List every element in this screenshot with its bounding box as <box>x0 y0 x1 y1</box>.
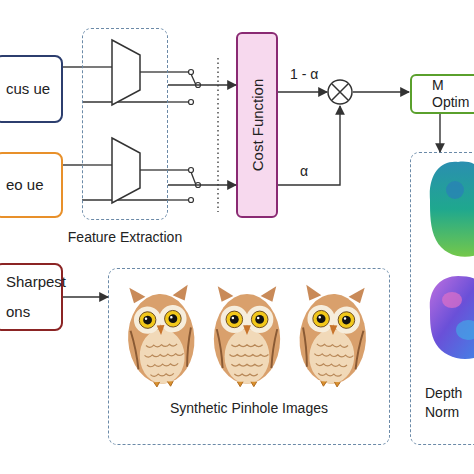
encoder-wiring <box>168 199 190 200</box>
node-label: Synthetic Pinhole Images <box>109 400 389 416</box>
switch-contact <box>189 70 194 75</box>
switch-contact <box>189 70 201 203</box>
switch-contact <box>189 198 194 203</box>
process-box: Cost Function <box>236 32 278 218</box>
encoder-wiring <box>82 199 168 200</box>
normal-map <box>442 292 462 308</box>
encoder-wiring <box>82 66 112 67</box>
depth-map <box>446 181 464 199</box>
cue-box: Sharpest ons <box>0 263 63 331</box>
cue-box: cus ue <box>0 55 63 123</box>
fusion-wiring <box>353 91 409 92</box>
multiply-symbol <box>328 80 352 104</box>
node-label: eo ue <box>6 170 44 200</box>
switch-link <box>217 58 218 212</box>
group-box: Feature Extraction <box>82 28 168 220</box>
weight-label: α <box>300 163 308 179</box>
fusion-wiring <box>278 106 340 185</box>
encoder-wiring <box>168 71 190 72</box>
group-box: Depth Norm <box>410 152 474 445</box>
node-label: Cost Function <box>249 79 266 172</box>
connector-arrow <box>63 66 82 67</box>
group-box: Synthetic Pinhole Images <box>108 268 390 445</box>
encoder-wiring <box>191 172 196 185</box>
encoder-wiring <box>168 169 190 170</box>
depth-map <box>430 162 474 257</box>
encoder-symbol <box>112 138 140 203</box>
process-box: M Optim <box>410 74 474 114</box>
connector-arrow <box>168 84 236 85</box>
fusion-wiring <box>278 91 327 92</box>
switch-contact <box>189 100 194 105</box>
owl-image <box>297 285 368 389</box>
weight-label: 1 - α <box>290 66 318 82</box>
normal-map <box>430 276 474 359</box>
multiply-symbol <box>332 84 348 100</box>
normal-map <box>430 276 474 359</box>
encoder-wiring <box>82 164 112 165</box>
node-label: cus ue <box>6 74 50 104</box>
owl-image <box>214 286 280 386</box>
owl-image <box>125 285 368 389</box>
encoder-wiring <box>140 169 168 170</box>
encoder-wiring <box>168 101 190 102</box>
owl-image <box>125 285 196 389</box>
encoder-symbol <box>112 40 140 105</box>
encoder-symbol <box>112 40 140 203</box>
connector-arrow <box>439 114 440 152</box>
switch-contact <box>196 83 201 88</box>
encoder-wiring <box>140 71 168 72</box>
node-label: Sharpest ons <box>6 267 52 327</box>
depth-map <box>430 162 474 257</box>
connector-arrow <box>63 164 82 165</box>
encoder-wiring <box>191 74 196 85</box>
connector-arrow <box>168 184 236 185</box>
normal-map <box>456 320 474 340</box>
node-label: M Optim <box>432 77 474 111</box>
node-label: Depth Norm <box>425 384 474 422</box>
switch-contact <box>189 168 194 173</box>
multiply-symbol <box>328 80 352 104</box>
cue-box: eo ue <box>0 152 63 218</box>
switch-contact <box>196 183 201 188</box>
encoder-wiring <box>82 101 168 102</box>
connector-arrow <box>63 296 108 297</box>
fusion-wiring <box>278 92 409 185</box>
node-label: Feature Extraction <box>68 229 182 245</box>
